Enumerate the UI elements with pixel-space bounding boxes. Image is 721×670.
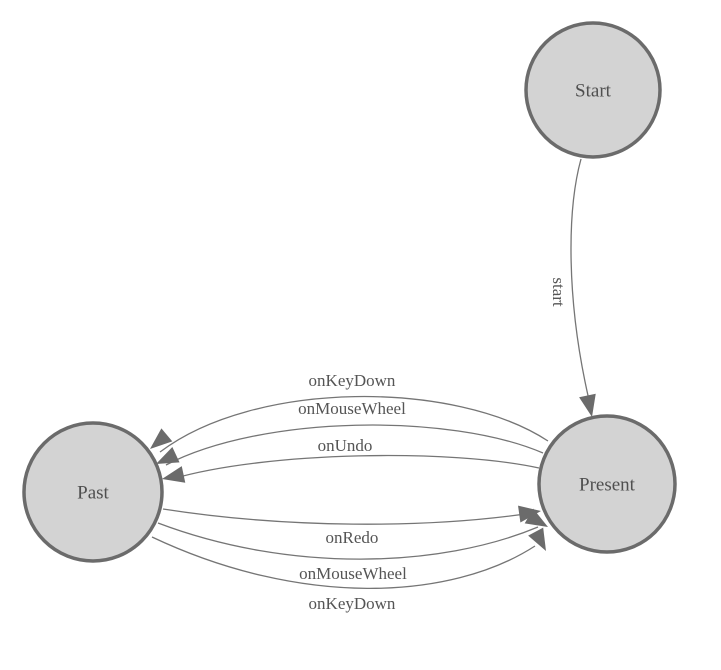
arrowhead-onundo-to-past-icon xyxy=(162,466,186,483)
arrowhead-start-icon xyxy=(579,393,596,417)
state-label-present: Present xyxy=(579,475,636,496)
edge-past-to-present-onredo xyxy=(162,508,533,525)
edge-label-onkeydown-bottom: onKeyDown xyxy=(309,594,396,613)
arrowhead-onmousewheel-to-past-icon xyxy=(156,446,180,464)
state-label-start: Start xyxy=(575,81,612,102)
edge-label-start: start xyxy=(549,277,568,307)
edge-present-to-past-onkeydown xyxy=(159,395,549,453)
arrowhead-onmousewheel-to-present-icon xyxy=(524,508,548,527)
arrowhead-onkeydown-to-present-icon xyxy=(528,527,546,551)
state-node-start[interactable]: Start xyxy=(524,21,662,159)
edge-label-group: start onKeyDown onMouseWheel onUndo onRe… xyxy=(298,277,568,613)
arrowhead-onkeydown-to-past-icon xyxy=(150,428,173,449)
state-circle-past[interactable] xyxy=(22,421,164,563)
edge-start-to-present xyxy=(570,158,590,401)
state-label-past: Past xyxy=(77,483,109,504)
edge-present-to-past-onundo xyxy=(171,454,540,480)
edge-label-onmousewheel-bottom: onMouseWheel xyxy=(299,564,407,583)
edge-past-to-present-onkeydown xyxy=(151,536,536,589)
edge-present-to-past-onmousewheel xyxy=(165,424,544,466)
arrowhead-onredo-to-present-icon xyxy=(518,505,541,523)
state-circle-present[interactable] xyxy=(537,414,677,554)
edge-label-onundo: onUndo xyxy=(318,436,373,455)
edge-group xyxy=(151,158,590,589)
arrowhead-group xyxy=(150,393,596,551)
state-circle-start[interactable] xyxy=(524,21,662,159)
state-node-past[interactable]: Past xyxy=(22,421,164,563)
state-node-present[interactable]: Present xyxy=(537,414,677,554)
edge-past-to-present-onmousewheel xyxy=(157,522,539,560)
edge-label-onmousewheel-top: onMouseWheel xyxy=(298,399,406,418)
edge-label-onredo: onRedo xyxy=(326,528,379,547)
edge-label-onkeydown-top: onKeyDown xyxy=(309,371,396,390)
